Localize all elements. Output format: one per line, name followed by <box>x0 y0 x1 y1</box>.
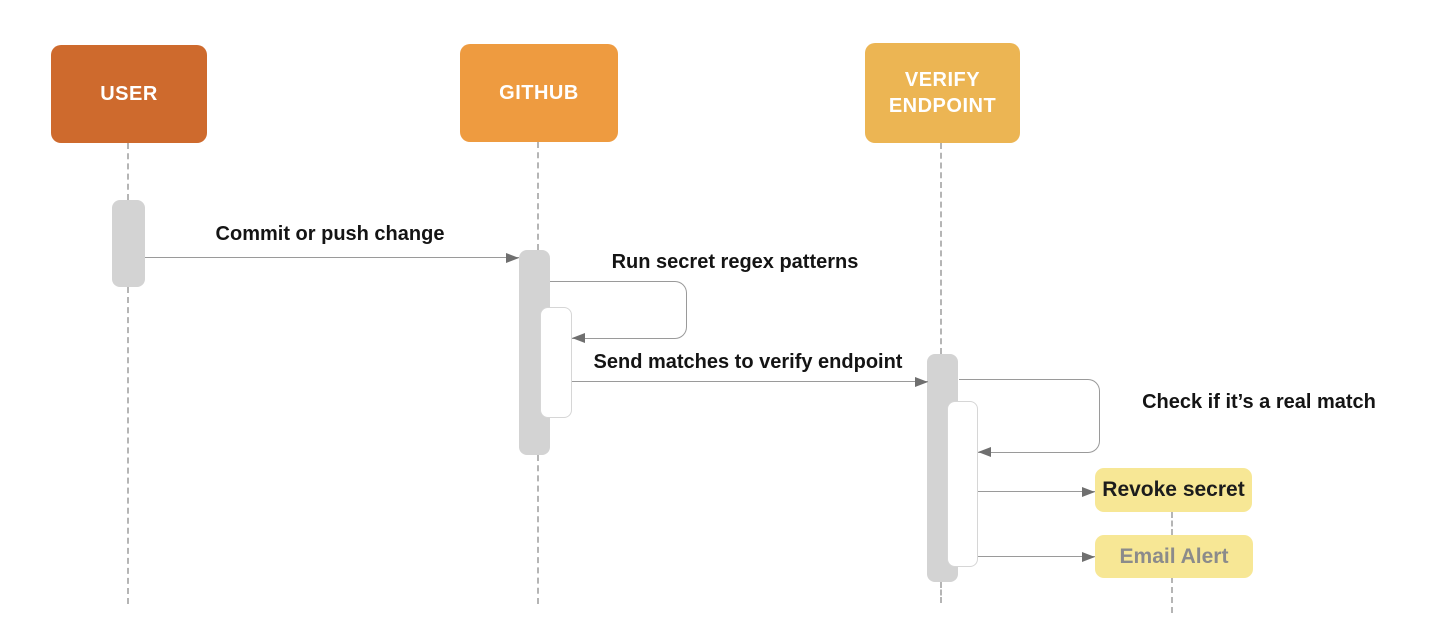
lifeline-outcomes-lower <box>1171 577 1173 613</box>
activation-bar-user <box>112 200 145 287</box>
message-label-check-real-match: Check if it’s a real match <box>1142 391 1376 413</box>
actor-label-verify-endpoint: VERIFY ENDPOINT <box>888 69 997 117</box>
lifeline-verify-upper <box>940 143 942 354</box>
actor-label-github: GITHUB <box>499 82 579 104</box>
arrowhead-right-icon <box>1082 552 1095 562</box>
actor-box-github: GITHUB <box>460 44 618 142</box>
lifeline-verify-lower <box>940 582 942 603</box>
message-label-run-regex: Run secret regex patterns <box>611 251 859 273</box>
lifeline-github-lower <box>537 455 539 604</box>
lifeline-github-upper <box>537 142 539 250</box>
nested-activation-bar-verify <box>947 401 978 567</box>
self-loop-run-regex <box>550 281 687 339</box>
lifeline-outcomes-mid <box>1171 512 1173 535</box>
arrowhead-left-icon <box>978 447 991 457</box>
arrowhead-left-icon <box>572 333 585 343</box>
arrowhead-right-icon <box>915 377 928 387</box>
message-line-revoke-secret <box>978 491 1095 492</box>
lifeline-user-lower <box>127 287 129 604</box>
outcome-label-revoke-secret: Revoke secret <box>1102 478 1245 501</box>
self-loop-check-real-match <box>959 379 1100 453</box>
arrowhead-right-icon <box>1082 487 1095 497</box>
lifeline-user-upper <box>127 143 129 200</box>
actor-label-user: USER <box>100 83 158 105</box>
message-line-send-matches <box>572 381 928 382</box>
outcome-box-revoke-secret: Revoke secret <box>1095 468 1252 512</box>
actor-box-user: USER <box>51 45 207 143</box>
message-line-email-alert <box>978 556 1095 557</box>
outcome-label-email-alert: Email Alert <box>1119 544 1229 568</box>
message-label-commit-or-push: Commit or push change <box>215 223 445 245</box>
message-label-send-matches: Send matches to verify endpoint <box>593 351 903 373</box>
message-line-commit-or-push <box>145 257 519 258</box>
actor-box-verify-endpoint: VERIFY ENDPOINT <box>865 43 1020 143</box>
outcome-box-email-alert: Email Alert <box>1095 535 1253 578</box>
arrowhead-right-icon <box>506 253 519 263</box>
nested-activation-bar-github <box>540 307 572 418</box>
